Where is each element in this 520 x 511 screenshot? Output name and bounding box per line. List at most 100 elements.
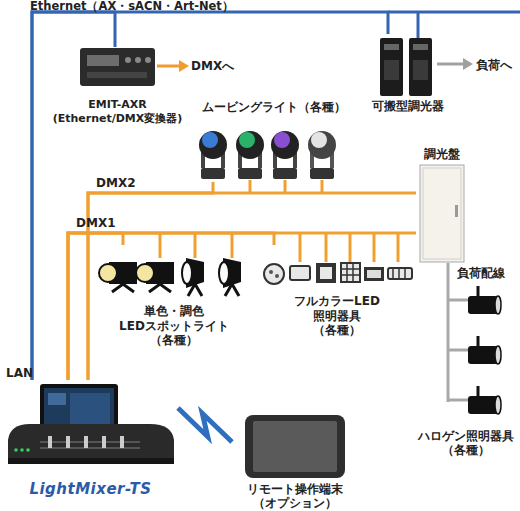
text-label: DMX2 [96,176,136,190]
fixture-hanger [477,386,480,396]
fixture-lens [495,296,501,314]
light-lens [274,132,290,148]
light-head [236,131,264,159]
dmx1-line [68,233,416,380]
fader-knob [120,436,124,448]
fixture-body [468,396,498,414]
moving-light [271,131,299,179]
led-fixture [316,263,336,283]
node-label: 可搬型調光器 [372,99,444,114]
fader-knob [102,436,106,448]
node-label: 調光盤 [424,147,460,162]
halogen-node: ハロゲン照明器具 （各種） [412,278,520,458]
panel-cabinet [420,165,464,262]
node-label: 単色・調色 LEDスポットライト （各種） [98,304,250,348]
led-fixture [264,264,284,284]
fixture-hanger [477,336,480,346]
moving-light-node: ムービングライト（各種） [188,100,360,182]
dimmer-node: 可搬型調光器 [368,34,448,114]
status-led [14,448,18,452]
led-fixture [290,266,310,280]
dimmer-body [409,38,432,96]
tablet-node: リモート操作端末 （オプション） [232,412,358,511]
fader-knob [66,436,70,448]
dmx2-line [88,193,416,380]
tablet-body [245,415,345,478]
led-grid [341,263,360,282]
lan-line [32,12,388,380]
dmx2-drop [249,180,252,193]
fixture-lens [495,346,501,364]
load-wire [447,263,450,278]
arrow-head [179,60,189,72]
light-base [201,168,225,179]
console-ui [48,393,66,405]
halogen-fixture [468,386,501,414]
light-lens [239,132,255,148]
led-spotlight [182,258,204,296]
dimmer-detail [384,60,399,80]
light-head [308,131,336,159]
led-dot [269,270,273,274]
led-face [320,267,332,279]
console-body [8,424,174,462]
fader-knob [48,436,52,448]
dmx1-line [68,233,274,380]
converter-panel [87,72,147,78]
fixture-lens [495,396,501,414]
node-label: フルカラーLED 照明器具 （各種） [287,294,387,338]
text-label: Ethernet（AX・sACN・Art-Net） [30,0,234,14]
dmx1-drop [231,233,234,258]
load-arrow [437,63,464,66]
load-wire [448,299,470,302]
node-label: リモート操作端末 （オプション） [232,482,358,511]
wireless-link [178,408,232,442]
led-fixture [341,263,360,282]
dmx2-drop [284,180,287,193]
halogen-fixture [468,336,501,364]
moving-light [199,131,227,179]
node-label: ハロゲン照明器具 （各種） [412,429,520,458]
led-face [367,270,381,278]
dmx1-drop [397,233,400,262]
halogen-fixture [468,286,501,314]
text-label: 負荷配線 [457,265,505,282]
moving-light [308,131,336,179]
led-spotlight [99,262,137,292]
light-lens [311,132,327,148]
text-label: LAN [6,366,33,380]
fader-knob [84,436,88,448]
spot-stand [225,284,239,296]
fixture-body [468,296,498,314]
fixture-hanger [477,286,480,296]
light-base [238,168,262,179]
led-fixture [364,267,384,281]
led-spotlight [219,258,241,296]
converter-knob [135,57,141,63]
text-label: DMX1 [76,216,116,230]
panel-handle [455,205,458,217]
dimmer-body [380,38,403,96]
led-spot-node: 単色・調色 LEDスポットライト （各種） [98,245,250,348]
node-label: EMIT-AXR (Ethernet/DMX変換器) [45,98,190,125]
status-led [20,448,24,452]
ethernet-drop [417,12,420,38]
text-label: DMXへ [191,58,234,75]
light-lens [202,132,218,148]
console-ui [70,393,110,428]
dmx1-drop [299,233,302,262]
spot-stand [149,284,171,292]
converter-knob [125,57,131,63]
converter-knob [145,57,151,63]
arrow-head [463,58,473,70]
fixture-body [468,346,498,364]
converter-display [87,55,119,66]
moving-light [236,131,264,179]
dmx2-line [88,182,213,380]
light-head [199,131,227,159]
led-fixture [388,268,412,279]
led-spotlight [136,262,174,292]
converter-node: EMIT-AXR (Ethernet/DMX変換器) [45,47,190,125]
dmx1-drop [159,233,162,258]
